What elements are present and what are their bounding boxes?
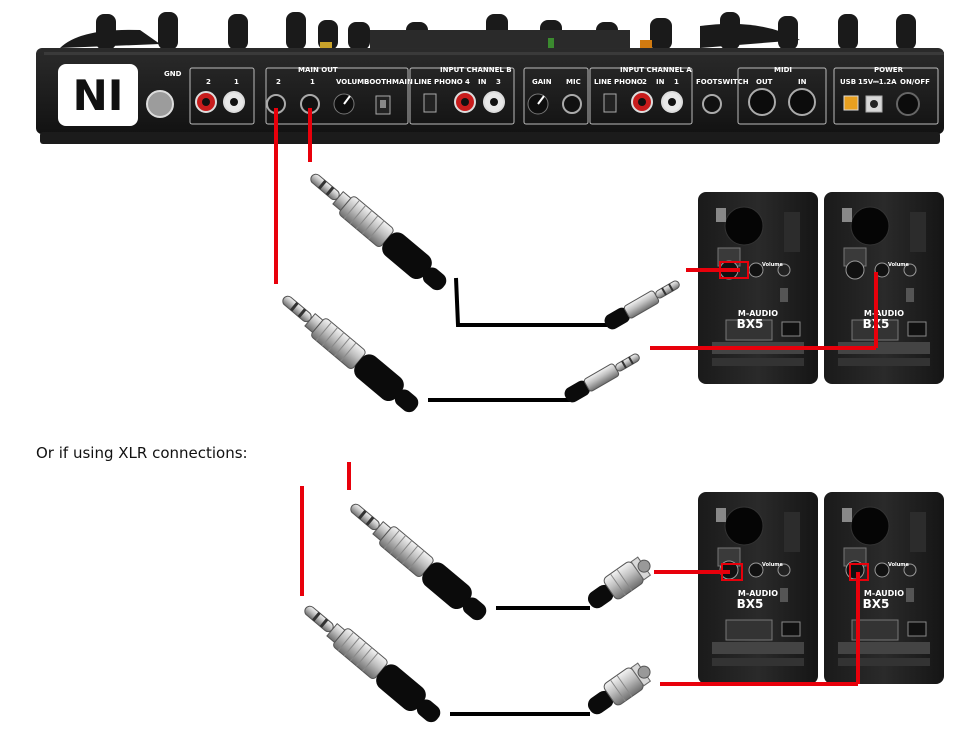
- svg-text:BX5: BX5: [863, 597, 890, 611]
- svg-text:M-AUDIO: M-AUDIO: [738, 589, 778, 598]
- svg-text:BX5: BX5: [737, 317, 764, 331]
- input-a-line: LINE: [594, 78, 612, 86]
- xlr-caption: Or if using XLR connections:: [36, 444, 248, 462]
- gnd-label: GND: [164, 70, 182, 78]
- speaker-left-top: M-AUDIO BX5 Volume: [697, 191, 819, 385]
- trs-jack-lower: [274, 286, 426, 420]
- input-a-phono: PHONO: [614, 78, 643, 86]
- trs-plug-speaker-right: [561, 348, 644, 406]
- xlr-plug-left: [582, 551, 657, 616]
- gain-label: GAIN: [532, 78, 552, 86]
- midi-title: MIDI: [774, 66, 792, 74]
- footswitch-jack[interactable]: [702, 94, 722, 114]
- svg-text:M-AUDIO: M-AUDIO: [738, 309, 778, 318]
- mic-jack[interactable]: [562, 94, 582, 114]
- svg-text:Volume: Volume: [762, 562, 784, 568]
- power-button[interactable]: [896, 92, 920, 116]
- power-title: POWER: [874, 66, 904, 74]
- input-b-switch[interactable]: [423, 93, 437, 113]
- trs-jack-upper: [302, 164, 454, 298]
- input-a-2: 2: [642, 78, 647, 86]
- onoff-label: ON/OFF: [900, 78, 930, 86]
- input-b-phono: PHONO: [434, 78, 463, 86]
- svg-text:Volume: Volume: [762, 262, 784, 268]
- usb-label: USB: [840, 78, 856, 86]
- midi-out-port[interactable]: [748, 88, 776, 116]
- booth-label: BOOTH: [364, 78, 392, 86]
- midi-out-label: OUT: [756, 78, 773, 86]
- input-b-line: LINE: [414, 78, 432, 86]
- midi-in-port[interactable]: [788, 88, 816, 116]
- black-cable-upper: [454, 277, 608, 327]
- usb-port[interactable]: [843, 95, 859, 111]
- input-a-1: 1: [674, 78, 679, 86]
- mic-label: MIC: [566, 78, 581, 86]
- svg-text:M-AUDIO: M-AUDIO: [864, 589, 904, 598]
- svg-text:Volume: Volume: [888, 562, 910, 568]
- booth-out-2-label: 2: [206, 78, 211, 86]
- input-a-switch[interactable]: [603, 93, 617, 113]
- main-label: MAIN: [392, 78, 413, 86]
- main-out-2-label: 2: [276, 78, 281, 86]
- main-out-1-label: 1: [310, 78, 315, 86]
- svg-text:Volume: Volume: [888, 262, 910, 268]
- trs-jack-xlr-lower: [296, 596, 448, 730]
- trs-jack-xlr-upper: [342, 494, 494, 628]
- controller-rear-panel: NI GND 2 1 MAIN OUT 2 1 VOLUME BOOTH MAI…: [36, 12, 944, 144]
- speaker-right-bottom: M-AUDIO BX5 Volume: [823, 491, 945, 685]
- input-b-4: 4: [465, 78, 470, 86]
- midi-in-label: IN: [798, 78, 807, 86]
- xlr-plug-right: [582, 657, 657, 722]
- main-out-title: MAIN OUT: [298, 66, 338, 74]
- input-b-in: IN: [478, 78, 487, 86]
- ni-logo: NI: [58, 64, 138, 126]
- volume-label: VOLUME: [336, 78, 369, 86]
- svg-text:M-AUDIO: M-AUDIO: [864, 309, 904, 318]
- svg-text:NI: NI: [73, 71, 124, 120]
- volts-label: 15V⎓1.2A: [858, 78, 897, 86]
- trs-plug-speaker-left: [601, 275, 684, 333]
- gnd-terminal[interactable]: [146, 90, 174, 118]
- top-knobs: [60, 12, 916, 50]
- footswitch-label: FOOTSWITCH: [696, 78, 749, 86]
- input-b-title: INPUT CHANNEL B: [440, 66, 512, 74]
- input-a-in: IN: [656, 78, 665, 86]
- svg-text:BX5: BX5: [737, 597, 764, 611]
- booth-out-1-label: 1: [234, 78, 239, 86]
- speaker-left-bottom: M-AUDIO BX5 Volume: [697, 491, 819, 685]
- input-b-3: 3: [496, 78, 501, 86]
- speaker-right-top: M-AUDIO BX5 Volume: [823, 191, 945, 385]
- input-a-title: INPUT CHANNEL A: [620, 66, 692, 74]
